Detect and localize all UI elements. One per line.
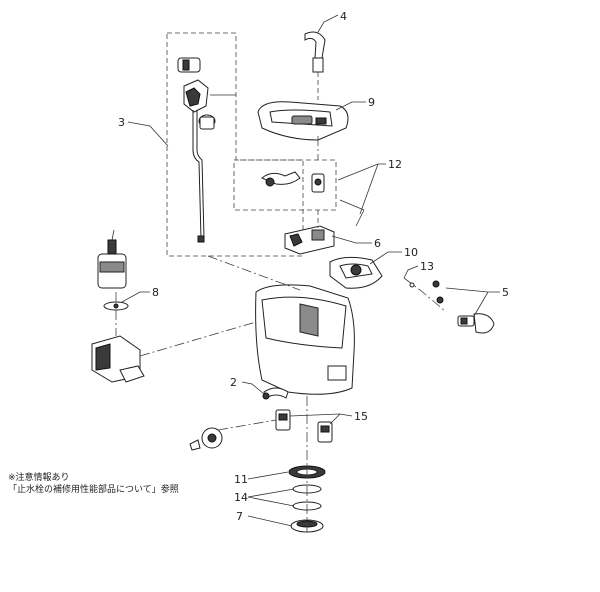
- label-part-2: 2: [230, 376, 237, 389]
- tank-body: [255, 284, 355, 395]
- label-part-14: 14: [234, 491, 248, 504]
- part-8-float-valve: [97, 229, 129, 311]
- stop-valve: [189, 427, 223, 451]
- centerline-base-to-tank: [139, 321, 257, 357]
- part-10-tray: [329, 256, 383, 289]
- label-part-12: 12: [388, 158, 402, 171]
- part-9-lid: [257, 101, 349, 141]
- leader-15b: [329, 413, 341, 425]
- leader-3: [127, 121, 169, 147]
- part-3-fill-valve: [177, 57, 236, 243]
- leader-2: [241, 381, 265, 395]
- label-part-10: 10: [404, 246, 418, 259]
- leader-4: [317, 14, 339, 33]
- leader-12: [337, 163, 386, 181]
- label-part-11: 11: [234, 473, 248, 486]
- leader-8: [121, 291, 150, 303]
- label-part-15: 15: [354, 410, 368, 423]
- label-part-9: 9: [368, 96, 375, 109]
- label-part-6: 6: [374, 237, 381, 250]
- part-5-lever-knob: [457, 313, 495, 334]
- leader-5b: [445, 287, 489, 293]
- leader-11: [247, 471, 289, 480]
- part-12-group-outline: [233, 159, 337, 211]
- leader-9: [335, 101, 366, 111]
- label-part-4: 4: [340, 10, 347, 23]
- leader-12b: [359, 163, 379, 215]
- leader-14a: [247, 488, 295, 498]
- leader-7: [247, 515, 293, 527]
- leader-5: [473, 291, 500, 317]
- caution-note-line-1: ※注意情報あり: [8, 473, 70, 483]
- part-13-chain: [403, 277, 447, 313]
- centerline-stop-valve: [217, 419, 277, 431]
- part-6-flush-unit: [284, 210, 335, 255]
- caution-note: ※注意情報あり 「止水栓の補修用性能部品について」参照: [8, 472, 179, 496]
- caution-note-line-2: 「止水栓の補修用性能部品について」参照: [8, 485, 179, 495]
- leader-6: [331, 235, 372, 244]
- part-2-clamp: [262, 387, 289, 400]
- leader-13: [403, 265, 419, 279]
- label-part-5: 5: [502, 286, 509, 299]
- part-4-spout: [304, 31, 326, 100]
- part-3-group-outline: [166, 32, 304, 257]
- leader-10: [369, 251, 402, 265]
- part-12-inlet-parts: [261, 171, 365, 227]
- leader-14b: [247, 496, 295, 507]
- leader-15: [289, 413, 353, 417]
- label-part-3: 3: [118, 116, 125, 129]
- valve-base: [91, 335, 145, 383]
- label-part-13: 13: [420, 260, 434, 273]
- label-part-8: 8: [152, 286, 159, 299]
- centerline-valve-to-tank: [207, 255, 301, 291]
- label-part-7: 7: [236, 510, 243, 523]
